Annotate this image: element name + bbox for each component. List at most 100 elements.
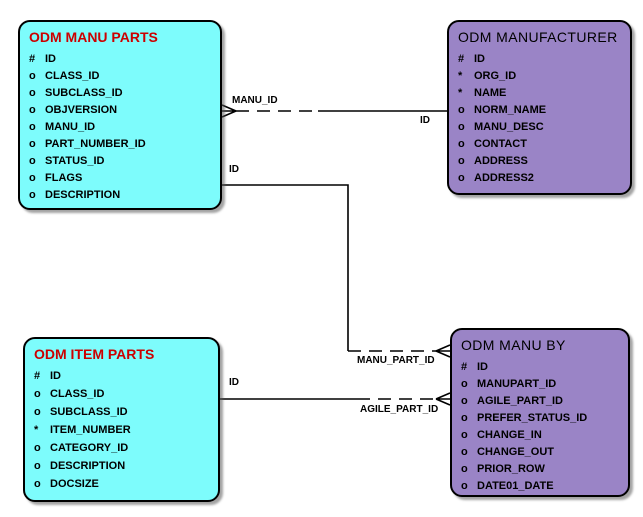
entity-field-row: o PART_NUMBER_ID (29, 135, 214, 152)
entity-field-row: #ID (34, 367, 212, 385)
field-marker: o (34, 478, 41, 490)
field-marker: o (34, 388, 41, 400)
crow-foot-icon (435, 344, 451, 358)
field-name: FLAGS (45, 171, 83, 184)
entity-field-row: o DATE01_DATE (461, 477, 622, 494)
crow-foot-icon (221, 104, 237, 118)
field-marker: o (29, 69, 36, 82)
entity-title: ODM MANU PARTS (29, 29, 158, 45)
field-name: MANU_ID (45, 120, 96, 133)
relationship-manu-parts-to-manufacturer (221, 104, 447, 118)
field-marker: o (458, 103, 465, 116)
entity-field-row: * NAME (458, 84, 624, 101)
entity-field-row: o PRIOR_ROW (461, 460, 622, 477)
field-name: CLASS_ID (45, 69, 100, 82)
field-name: PRIOR_ROW (477, 462, 545, 475)
field-name: NORM_NAME (474, 103, 547, 116)
field-name: SUBCLASS_ID (50, 406, 128, 418)
field-name: ADDRESS2 (474, 171, 534, 184)
relationship-label-manu-part-id: MANU_PART_ID (357, 355, 435, 366)
entity-field-row: o SUBCLASS_ID (34, 403, 212, 421)
field-marker: * (458, 86, 463, 99)
field-marker: o (34, 460, 41, 472)
entity-field-row: o MANU_ID (29, 118, 214, 135)
field-marker: o (461, 428, 468, 441)
field-marker: o (29, 154, 36, 167)
entity-title: ODM ITEM PARTS (34, 346, 155, 362)
field-name: CHANGE_IN (477, 428, 542, 441)
field-marker: o (34, 406, 41, 418)
entity-field-row: o ADDRESS2 (458, 169, 624, 186)
entity-field-row: o CLASS_ID (29, 67, 214, 84)
field-marker: o (461, 445, 468, 458)
entity-field-row: # ID (29, 50, 214, 67)
entity-field-row: o CHANGE_OUT (461, 443, 622, 460)
entity-field-row: *ORG_ID (458, 67, 624, 84)
field-name: CHANGE_OUT (477, 445, 555, 458)
entity-more-ellipsis: ... (29, 204, 39, 210)
field-name: STATUS_ID (45, 154, 105, 167)
field-name: CONTACT (474, 137, 527, 150)
field-name: DESCRIPTION (45, 188, 121, 201)
entity-more-ellipsis: ... (34, 494, 44, 502)
field-marker: # (458, 52, 465, 65)
field-marker: o (29, 86, 36, 99)
relationship-label-manu-id: MANU_ID (232, 95, 278, 106)
field-marker: # (461, 360, 468, 373)
field-name: MANU_DESC (474, 120, 544, 133)
field-marker: * (458, 69, 463, 82)
field-marker: o (461, 411, 468, 424)
entity-field-row: *ITEM_NUMBER (34, 421, 212, 439)
entity-more-ellipsis: ... (458, 187, 468, 195)
field-name: OBJVERSION (45, 103, 118, 116)
entity-field-row: o MANUPART_ID (461, 375, 622, 392)
entity-field-row: # ID (461, 358, 622, 375)
field-name: ID (477, 360, 488, 373)
field-marker: o (461, 394, 468, 407)
field-name: DATE01_DATE (477, 479, 554, 492)
field-name: ID (45, 52, 56, 65)
relationship-label-id-manufacturer: ID (420, 115, 430, 126)
relationship-label-id-item-parts: ID (229, 377, 239, 388)
field-name: NAME (474, 86, 507, 99)
field-marker: o (458, 171, 465, 184)
entity-field-row: o NORM_NAME (458, 101, 624, 118)
field-name: PART_NUMBER_ID (45, 137, 146, 150)
field-name: CLASS_ID (50, 388, 105, 400)
field-name: CATEGORY_ID (50, 442, 129, 454)
field-marker: o (461, 479, 468, 492)
relationship-item-parts-to-manu-by (220, 392, 451, 406)
entity-field-row: o CLASS_ID (34, 385, 212, 403)
field-marker: o (29, 120, 36, 133)
entity-field-row: o CONTACT (458, 135, 624, 152)
relationship-manu-parts-to-manu-by (222, 184, 451, 358)
field-marker: o (29, 137, 36, 150)
field-marker: * (34, 424, 39, 436)
field-name: ADDRESS (474, 154, 528, 167)
field-marker: o (461, 377, 468, 390)
field-name: MANUPART_ID (477, 377, 557, 390)
relationship-solid-segment (222, 184, 349, 351)
field-marker: o (461, 462, 468, 475)
field-marker: # (29, 52, 36, 65)
field-marker: o (458, 137, 465, 150)
field-marker: o (34, 442, 41, 454)
